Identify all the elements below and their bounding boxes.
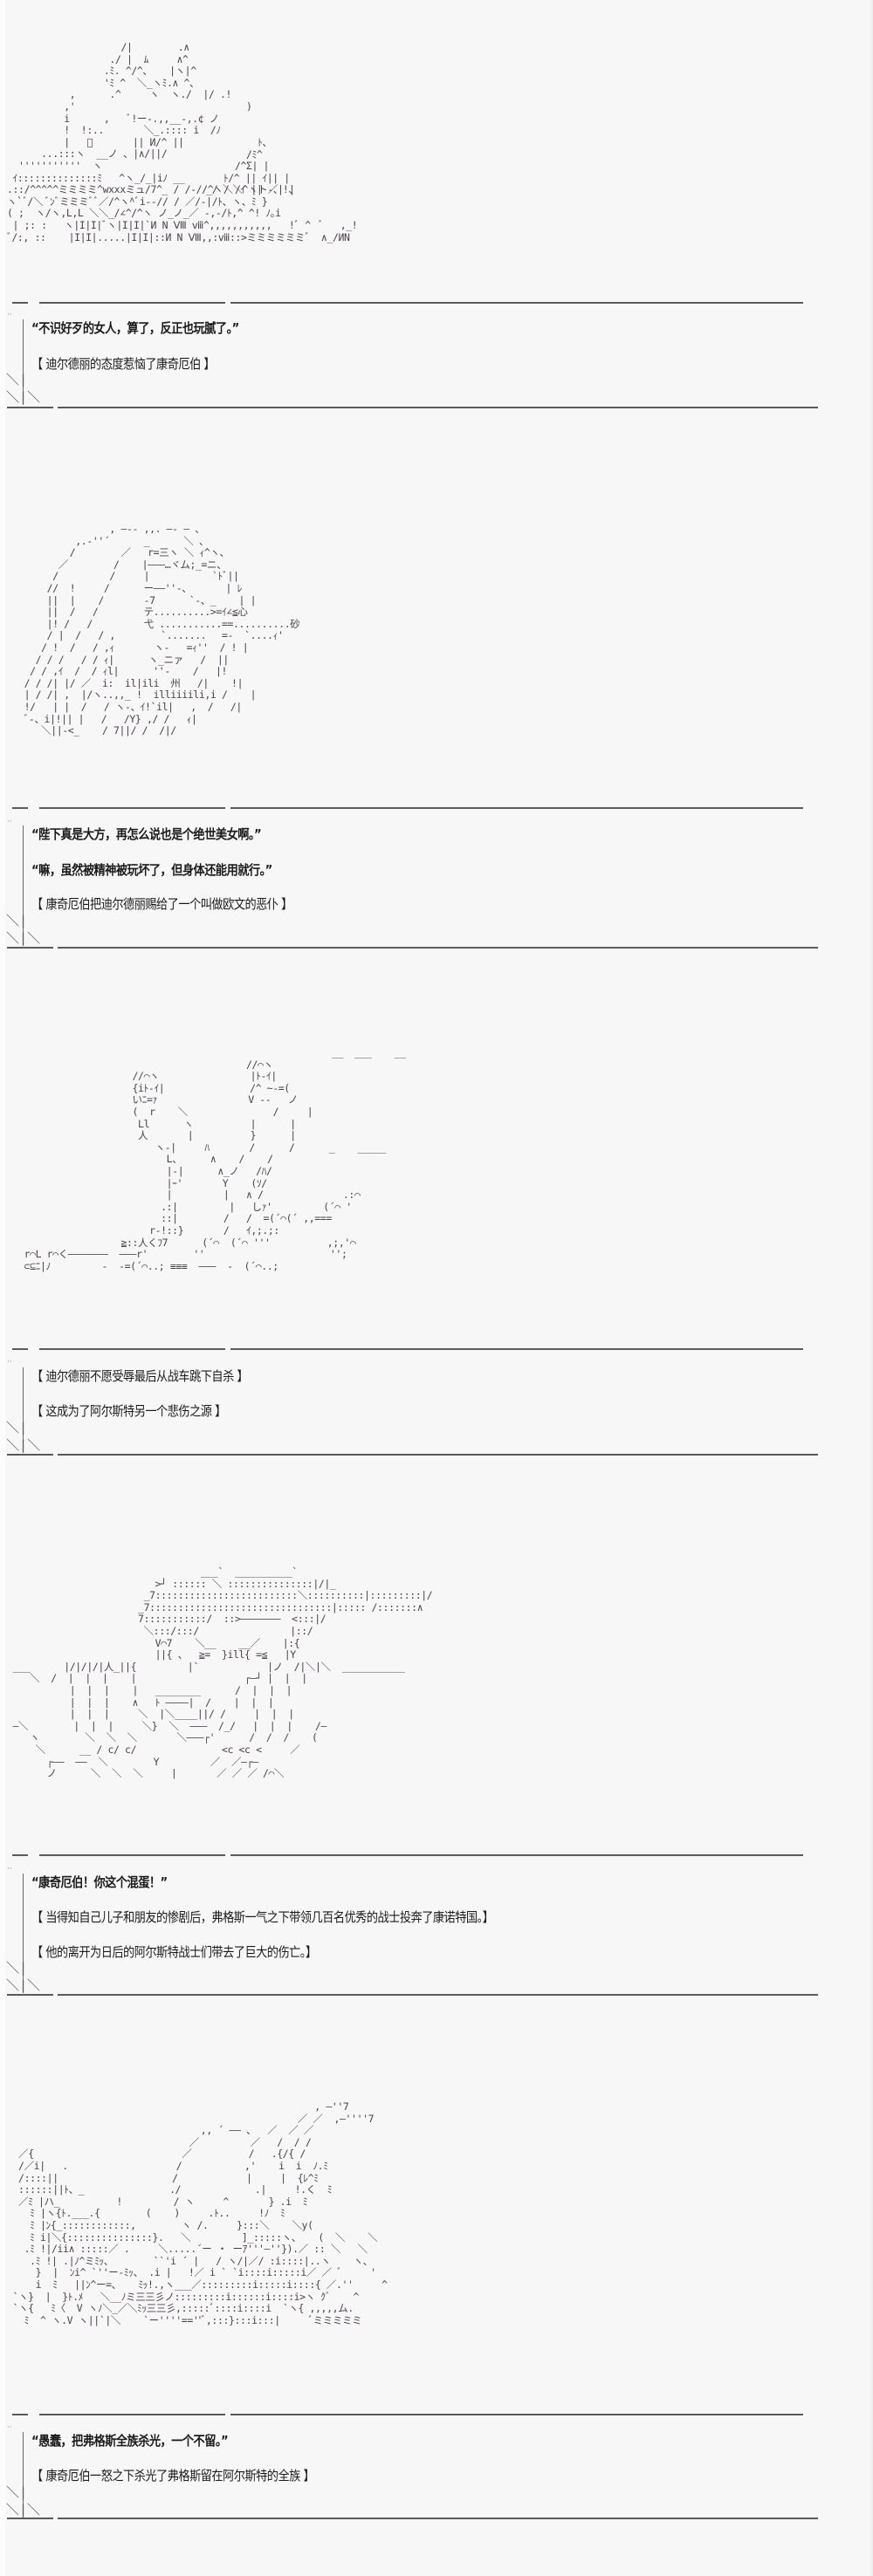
- separator-bottom-right: [58, 1994, 818, 1996]
- dialogue-line: “嘛，虽然被精神被玩坏了，但身体还能用就行。”: [31, 862, 272, 878]
- separator-top-right: [230, 1854, 803, 1856]
- narration-left-bar: [23, 826, 24, 942]
- frame-corner-bottom: ＼|＼: [6, 389, 41, 405]
- separator-top-stub: [12, 1348, 28, 1350]
- frame-corner-top: ＼|: [6, 1420, 28, 1435]
- separator-top-left: [39, 807, 225, 809]
- separator-top-left: [39, 302, 225, 304]
- dot-mark: ··: [7, 1865, 12, 1874]
- dot-mark: ··: [7, 2423, 12, 2432]
- separator-bottom-right: [58, 1454, 818, 1456]
- separator-bottom-left: [7, 407, 53, 408]
- narration-line: 【 当得知自己儿子和朋友的惨剧后，弗格斯一气之下带领几百名优秀的战士投奔了康诺特…: [31, 1909, 494, 1925]
- narration-line: 【 他的离开为日后的阿尔斯特战士们带去了巨大的伤亡。】: [31, 1944, 317, 1960]
- narration-line: 【 康奇厄伯一怒之下杀光了弗格斯留在阿尔斯特的全族 】: [31, 2468, 315, 2484]
- separator-bottom-left: [7, 1994, 53, 1996]
- separator-bottom-right: [58, 2518, 818, 2519]
- frame-corner-top: ＼|: [6, 372, 28, 387]
- narration-left-bar: [23, 1874, 24, 1990]
- separator-top-right: [230, 1348, 803, 1350]
- separator-top-right: [230, 807, 803, 809]
- separator-top-left: [39, 1854, 225, 1856]
- frame-corner-bottom: ＼|＼: [6, 930, 41, 946]
- separator-top-stub: [12, 807, 28, 809]
- separator-bottom-right: [58, 407, 818, 408]
- dot-mark: ··: [7, 311, 12, 319]
- narration-line: 【 迪尔德丽的态度惹恼了康奇厄伯 】: [31, 356, 216, 372]
- dialogue-line: “不识好歹的女人，算了，反正也玩腻了。”: [31, 320, 239, 336]
- separator-bottom-right: [58, 947, 818, 949]
- separator-bottom-left: [7, 1454, 53, 1456]
- frame-corner-bottom: ＼|＼: [6, 2502, 41, 2518]
- separator-top-stub: [12, 2414, 28, 2415]
- separator-top-stub: [12, 1854, 28, 1856]
- separator-bottom-left: [7, 2518, 53, 2519]
- dialogue-line: “康奇厄伯！你这个混蛋！”: [31, 1874, 168, 1890]
- narration-line: 【 迪尔德丽不愿受辱最后从战车跳下自杀 】: [31, 1368, 249, 1384]
- separator-bottom-left: [7, 947, 53, 949]
- frame-corner-bottom: ＼|＼: [6, 1437, 41, 1453]
- narration-line: 【 这成为了阿尔斯特另一个悲伤之源 】: [31, 1403, 226, 1419]
- separator-top-right: [230, 302, 803, 304]
- ascii-art-panel-3: __ ___ __ //⌒ヽ //⌒ヽ |ﾄ-ｲ| {iﾄ-ｲ| /^ ~-=(…: [24, 1046, 406, 1272]
- frame-corner-top: ＼|: [6, 913, 28, 928]
- ascii-art-panel-1-right-figure: ﾄ、 /ﾐ^ /^Σ| | ﾄ/^ || ｲ|| | _/ / /ｲ || ／|…: [206, 136, 295, 196]
- narration-left-bar: [23, 1367, 24, 1449]
- dialogue-line: “愚蠢，把弗格斯全族杀光，一个不留。”: [31, 2433, 229, 2449]
- frame-corner-bottom: ＼|＼: [6, 1977, 41, 1993]
- dot-mark: ··: [7, 818, 12, 826]
- separator-top-left: [39, 2414, 225, 2415]
- narration-line: 【 康奇厄伯把迪尔德丽赐给了一个叫做欧文的恶仆 】: [31, 896, 292, 912]
- narration-left-bar: [23, 319, 24, 402]
- frame-corner-top: ＼|: [6, 1960, 28, 1976]
- narration-left-bar: [23, 2432, 24, 2514]
- separator-top-left: [39, 1348, 225, 1350]
- separator-top-stub: [12, 302, 28, 304]
- ascii-art-panel-5: , ―''7 ／ ／ ,―''''7 ,, ´ ―― 、 ／ ／ ／ ／ ／ /…: [12, 2100, 388, 2326]
- ascii-art-panel-4: ___` __________` >┘ :::::: ＼ :::::::::::…: [12, 1565, 433, 1780]
- frame-corner-top: ＼|: [6, 2484, 28, 2500]
- ascii-art-panel-2: , ―-- ,,. ―- ― 、 ,.-''´ _ ＼ 、 / ／ r=三ヽ ＼…: [24, 523, 300, 737]
- page-left-margin: [0, 0, 5, 2576]
- dot-mark: ··: [7, 1358, 12, 1367]
- dialogue-line: “陛下真是大方，再怎么说也是个绝世美女啊。”: [31, 826, 262, 842]
- separator-top-right: [230, 2414, 803, 2415]
- ascii-art-panel-1: /| .∧ ./ | ﾑ ∧^ .ﾐ. ^/^、 |ヽ|^ 'ﾐ ^ ＼_ヽﾐ.…: [7, 41, 358, 243]
- page-right-edge: [871, 0, 873, 2576]
